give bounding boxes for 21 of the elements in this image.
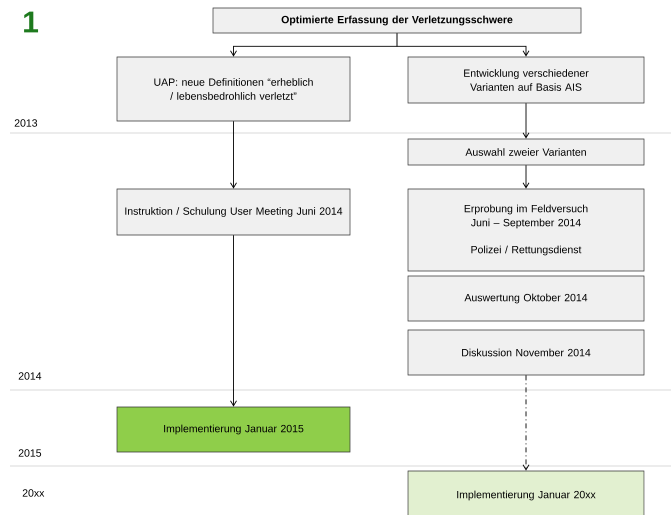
process-box: Implementierung Januar 20xx <box>408 470 644 515</box>
year-label: 20xx <box>22 489 44 497</box>
page-number: 1 <box>24 12 38 32</box>
process-box: Optimierte Erfassung der Verletzungsschwere <box>212 8 582 34</box>
arrow <box>522 164 530 189</box>
arrow <box>230 120 237 189</box>
process-box: Auswahl zweier Varianten <box>408 138 644 166</box>
process-box: Auswertung Oktober 2014 <box>408 276 644 322</box>
year-label: 2014 <box>18 372 42 380</box>
arrow <box>396 32 530 57</box>
process-box: Diskussion November 2014 <box>408 330 644 376</box>
process-box: Instruktion / Schulung User Meeting Juni 2014 <box>116 188 350 236</box>
process-box: Entwicklung verschiedener Varianten auf Basis AIS <box>408 56 644 104</box>
arrow <box>522 102 530 139</box>
arrow <box>522 374 530 471</box>
year-label: 2013 <box>14 119 38 127</box>
process-box: Implementierung Januar 2015 <box>116 406 350 452</box>
year-label: 2015 <box>18 449 42 457</box>
process-box: UAP: neue Definitionen “erheblich / lebensbedrohlich verletzt” <box>116 56 350 122</box>
process-box: Erprobung im Feldversuch Juni – September 2014 Polizei / Rettungsdienst <box>408 188 644 272</box>
arrow <box>230 234 237 407</box>
